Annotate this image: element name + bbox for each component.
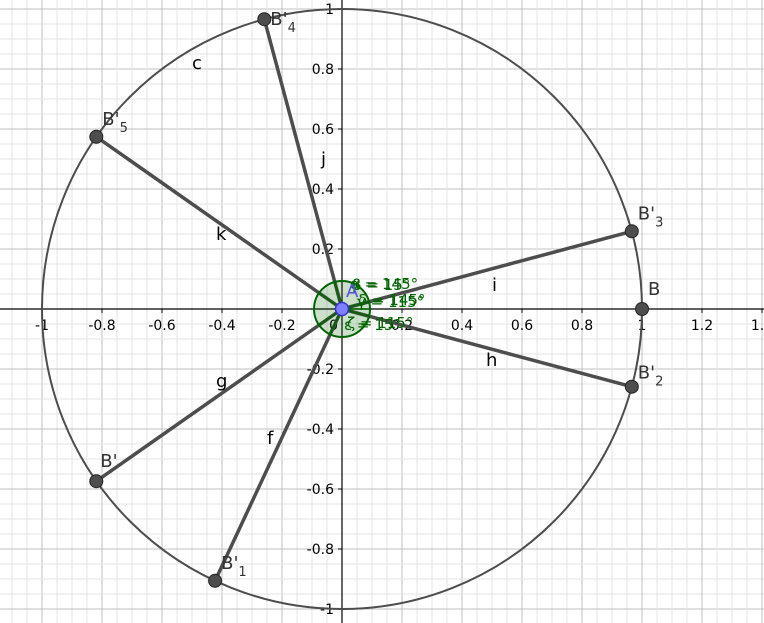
segment-label: i — [492, 275, 497, 296]
segment-g[interactable] — [94, 307, 344, 483]
angle-label: ε = 15° — [344, 316, 401, 334]
y-tick-label: 0.2 — [312, 242, 334, 258]
point-label-base: B — [648, 279, 660, 300]
point-marker[interactable] — [624, 224, 639, 239]
point-marker[interactable] — [89, 474, 104, 489]
segment-label: h — [486, 350, 497, 371]
point-label: B'2 — [638, 363, 664, 390]
x-tick-label: 0.4 — [451, 318, 473, 334]
point-label-subscript: 3 — [655, 215, 663, 230]
point-label-subscript: 4 — [288, 21, 296, 36]
point-label: B'3 — [638, 203, 664, 230]
point-label: B' — [100, 451, 117, 472]
y-tick-label: -0.6 — [307, 482, 334, 498]
segment-j[interactable] — [262, 17, 344, 311]
point-label-base: B' — [102, 109, 119, 130]
tick-labels: -1-0.8-0.6-0.4-0.200.20.40.60.811.21.4-1… — [35, 2, 764, 618]
y-tick-label: 0.4 — [312, 182, 334, 198]
angle-label: α = 145° — [350, 275, 418, 293]
point-label: B'5 — [102, 109, 128, 136]
segment-label: k — [216, 224, 227, 245]
angle-label: γ = 115° — [357, 293, 424, 311]
point-marker[interactable] — [257, 12, 272, 27]
angle-label: ζ = 115° — [347, 314, 413, 332]
center-point-a[interactable] — [334, 301, 350, 317]
point-label-subscript: 5 — [120, 121, 128, 136]
point-label-base: B' — [638, 363, 655, 384]
x-tick-label: 0.6 — [511, 318, 533, 334]
point-label-base: B' — [270, 9, 287, 30]
point-label: B — [648, 279, 660, 300]
segment-label: f — [267, 428, 274, 449]
point-label: B'4 — [270, 9, 296, 36]
segment-layer: g f h i j k — [94, 17, 634, 583]
point-marker[interactable] — [89, 129, 104, 144]
y-tick-label: 0.6 — [312, 122, 334, 138]
point-marker[interactable] — [635, 302, 649, 316]
x-tick-label: 1.2 — [691, 318, 713, 334]
x-tick-label: -0.8 — [88, 318, 115, 334]
x-tick-label: 0.8 — [571, 318, 593, 334]
circle-label: c — [192, 53, 202, 74]
y-tick-label: -0.4 — [307, 422, 334, 438]
segment-i[interactable] — [340, 229, 634, 311]
point-label-base: B' — [100, 451, 117, 472]
x-tick-label: -0.6 — [148, 318, 175, 334]
point-layer: BB'B'1B'2B'3B'4B'5A — [89, 9, 664, 588]
segment-label: j — [320, 149, 326, 170]
point-label-base: B' — [221, 553, 238, 574]
point-marker[interactable] — [208, 573, 223, 588]
x-tick-label: 1.4 — [751, 318, 764, 334]
point-label-subscript: 2 — [655, 375, 663, 390]
segment-h[interactable] — [340, 307, 634, 389]
y-tick-label: -0.8 — [307, 542, 334, 558]
point-label: B'1 — [221, 553, 247, 580]
x-tick-label: -0.2 — [268, 318, 295, 334]
point-label-subscript: 1 — [238, 565, 246, 580]
angle-label: β = 15° — [352, 276, 410, 294]
segment-f[interactable] — [213, 307, 344, 583]
point-label-base: B' — [638, 203, 655, 224]
segment-label: g — [216, 371, 227, 392]
segment-k[interactable] — [94, 135, 344, 311]
center-point-label: A — [346, 281, 359, 302]
y-tick-label: -1 — [320, 602, 334, 618]
angle-label: δ = 145° — [358, 291, 425, 309]
y-tick-label: 0.8 — [312, 62, 334, 78]
angle-layer: α = 145°β = 15°γ = 115°δ = 145° ε = 15°ζ … — [313, 275, 425, 338]
x-tick-label: -0.4 — [208, 318, 235, 334]
point-marker[interactable] — [624, 379, 639, 394]
